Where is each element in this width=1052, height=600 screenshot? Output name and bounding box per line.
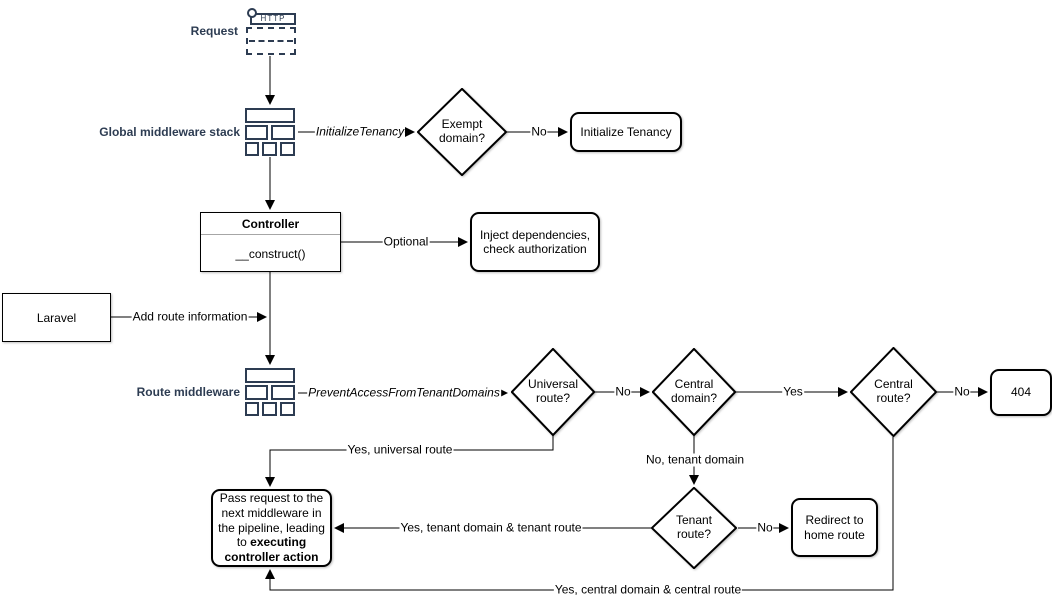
node-pass-request: Pass request to the next middleware in t… [211,489,332,567]
edge-label-add-route-information: Add route information [131,309,249,324]
edge-label-universal-no: No [614,384,632,399]
edge-label-universal-yes: Yes, universal route [346,442,454,457]
pass-request-text: Pass request to the next middleware in t… [218,491,325,564]
route-middleware-stack-icon [245,368,295,416]
node-inject-dependencies: Inject dependencies, check authorization [470,212,600,272]
node-exempt-domain: Exempt domain? [417,88,507,176]
node-central-domain: Central domain? [652,348,736,436]
request-label: Request [190,24,238,38]
node-initialize-tenancy: Initialize Tenancy [570,112,682,152]
edge-label-optional: Optional [382,234,430,249]
http-label: HTTP [260,14,286,23]
node-tenant-route: Tenant route? [651,487,737,569]
node-universal-route: Universal route? [511,348,595,436]
controller-method: __construct() [235,246,306,261]
node-laravel: Laravel [2,293,111,342]
edge-label-tenant-route-yes: Yes, tenant domain & tenant route [399,520,583,535]
node-central-route: Central route? [850,347,937,437]
node-controller: Controller __construct() [200,212,341,272]
node-redirect-home: Redirect to home route [791,498,878,557]
edge-label-preventaccess: PreventAccessFromTenantDomains [307,385,501,400]
global-middleware-label: Global middleware stack [99,125,240,139]
edge-label-central-route-no: No [953,384,971,399]
edge-label-central-domain-yes: Yes [782,384,804,399]
http-box-icon: HTTP [250,13,296,25]
edge-label-tenant-domain-no: No, tenant domain [644,452,746,467]
edge-label-central-route-yes: Yes, central domain & central route [553,582,743,597]
controller-title: Controller [201,213,340,235]
request-body-divider [249,40,293,42]
edge-label-tenant-route-no: No [756,520,774,535]
global-middleware-stack-icon [245,108,295,156]
node-404: 404 [990,369,1052,416]
edge-label-initializetenancy: InitializeTenancy [314,124,406,139]
http-request-icon: HTTP [246,8,297,56]
request-body-icon [246,27,296,55]
route-middleware-label: Route middleware [136,385,240,399]
edge-label-exempt-no: No [530,124,548,139]
request-circle-icon [247,8,257,18]
